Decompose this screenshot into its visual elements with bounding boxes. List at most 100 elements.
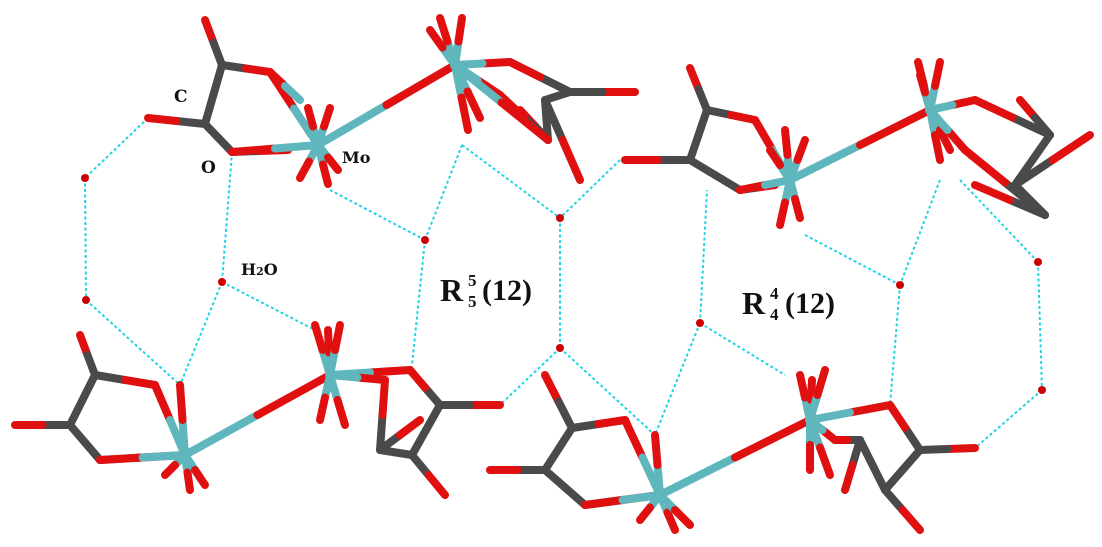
covalent-bonds bbox=[11, 14, 1094, 534]
bond bbox=[656, 453, 739, 499]
bond bbox=[314, 101, 391, 149]
hydrogen-bond bbox=[654, 322, 701, 436]
bond bbox=[868, 461, 889, 494]
water-oxygen-atom bbox=[556, 214, 564, 222]
bond bbox=[806, 408, 854, 424]
bond bbox=[541, 96, 567, 144]
bond bbox=[856, 106, 934, 149]
bond bbox=[766, 146, 784, 169]
bond bbox=[304, 104, 317, 131]
bond bbox=[671, 506, 694, 529]
bond bbox=[841, 461, 857, 494]
water-oxygen-atom bbox=[556, 344, 564, 352]
bond bbox=[497, 98, 552, 144]
bond bbox=[506, 58, 544, 81]
bond bbox=[426, 26, 447, 52]
motif-size: (12) bbox=[785, 287, 835, 320]
bond bbox=[422, 401, 444, 434]
motif-label-r55: R 5 5 (12) bbox=[440, 271, 532, 311]
bond bbox=[694, 106, 711, 139]
hydrogen-bond bbox=[559, 159, 621, 219]
bond bbox=[561, 483, 589, 509]
bond bbox=[319, 160, 332, 188]
bond bbox=[201, 90, 218, 128]
hydrogen-bond bbox=[899, 179, 941, 286]
motif-label-r44: R 4 4 (12) bbox=[742, 284, 835, 324]
bond bbox=[898, 506, 924, 534]
bond bbox=[296, 157, 313, 182]
bond bbox=[382, 61, 459, 109]
bond bbox=[541, 466, 569, 492]
bond bbox=[881, 486, 907, 514]
bond bbox=[554, 424, 576, 453]
bond bbox=[621, 416, 647, 462]
bond bbox=[816, 443, 834, 479]
atoms bbox=[81, 60, 1046, 500]
hydrogen-bond bbox=[699, 189, 708, 324]
bond bbox=[731, 416, 814, 462]
bond bbox=[916, 445, 952, 454]
hydrogen-bond bbox=[411, 239, 426, 366]
bond bbox=[618, 491, 664, 504]
bond bbox=[711, 171, 744, 194]
bond bbox=[793, 136, 809, 164]
hydrogen-bond bbox=[889, 284, 901, 406]
bond bbox=[253, 371, 334, 419]
bond bbox=[653, 461, 664, 499]
bond bbox=[91, 371, 129, 384]
hydrogen-bond bbox=[804, 234, 901, 286]
molybdenum-atom bbox=[655, 490, 665, 500]
bond bbox=[436, 14, 452, 46]
hydrogen-bond bbox=[85, 299, 181, 386]
water-oxygen-atom bbox=[1034, 258, 1042, 266]
hydrogen-bond bbox=[179, 281, 223, 386]
bond bbox=[376, 411, 387, 454]
bond bbox=[331, 321, 344, 354]
molybdenum-atom bbox=[180, 450, 190, 460]
bond bbox=[218, 61, 250, 73]
motif-subscript: 4 bbox=[770, 305, 779, 324]
bond bbox=[191, 466, 209, 489]
water-oxygen-atom bbox=[81, 174, 89, 182]
molybdenum-atom bbox=[313, 140, 323, 150]
bond bbox=[594, 416, 629, 428]
bond bbox=[943, 126, 969, 154]
bond bbox=[931, 58, 944, 90]
bond bbox=[424, 471, 449, 499]
water-oxygen-atom bbox=[421, 236, 429, 244]
bond bbox=[886, 401, 909, 432]
bond bbox=[727, 111, 759, 124]
motif-subscript: 5 bbox=[468, 292, 477, 311]
bond bbox=[181, 411, 262, 459]
motif-letter: R bbox=[440, 272, 464, 308]
bond bbox=[846, 401, 894, 417]
bond bbox=[686, 156, 719, 179]
bond bbox=[813, 366, 829, 399]
bond bbox=[848, 436, 864, 469]
bond bbox=[311, 321, 327, 354]
motif-letter: R bbox=[742, 285, 766, 321]
water-oxygen-atom bbox=[82, 296, 90, 304]
molybdenum-atom bbox=[805, 415, 815, 425]
hydrogen-bond bbox=[1037, 261, 1043, 391]
molybdenum-label: Mo bbox=[342, 148, 371, 167]
motif-superscript: 5 bbox=[468, 271, 477, 290]
molybdenum-atom bbox=[925, 105, 935, 115]
bond bbox=[66, 396, 87, 429]
bond bbox=[1011, 156, 1057, 189]
hydrogen-bond bbox=[559, 347, 656, 436]
water-oxygen-atom bbox=[896, 281, 904, 289]
oxygen-label: O bbox=[201, 158, 216, 178]
bond bbox=[776, 198, 789, 229]
hydrogen-bond bbox=[974, 389, 1043, 449]
bond bbox=[78, 371, 99, 404]
bond bbox=[568, 420, 603, 432]
bond bbox=[366, 366, 414, 377]
hydrogen-bond bbox=[499, 347, 561, 406]
motif-superscript: 4 bbox=[770, 284, 779, 303]
bond bbox=[916, 71, 929, 97]
water-oxygen-atom bbox=[218, 278, 226, 286]
bond bbox=[172, 117, 209, 128]
bond bbox=[151, 381, 174, 424]
